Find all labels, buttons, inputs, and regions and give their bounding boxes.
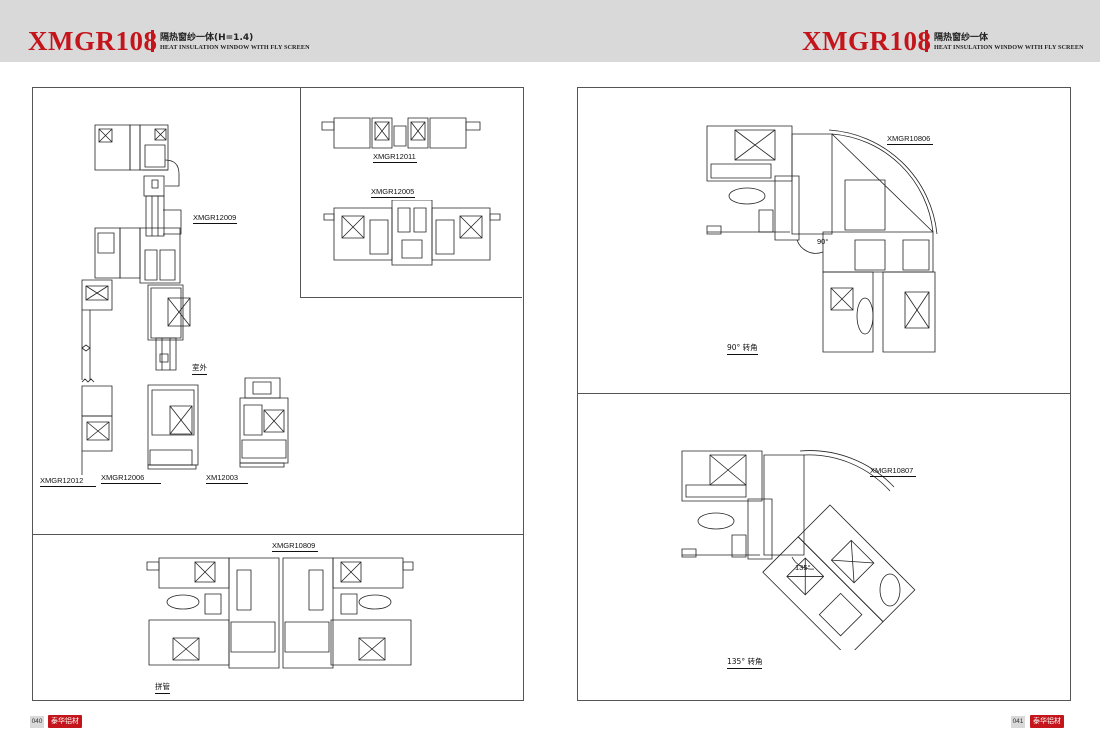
leader-12011	[373, 162, 417, 163]
bottom-divider	[32, 534, 523, 535]
inset-profile-12011	[320, 112, 500, 162]
vertical-section-drawing	[60, 110, 300, 490]
profile-label-xmgr10807: XMGR10807	[870, 466, 914, 475]
right-divider	[577, 393, 1070, 394]
profile-label-xmgr10806: XMGR10806	[887, 134, 931, 143]
page-number-left: 040	[30, 716, 44, 728]
profile-label-xmgr10809: XMGR10809	[272, 541, 316, 550]
profile-label-xmgr12012: XMGR12012	[40, 476, 84, 485]
profile-label-xmgr12009: XMGR12009	[193, 213, 237, 222]
profile-label-xmgr12006: XMGR12006	[101, 473, 145, 482]
subtitle-en-right: HEAT INSULATION WINDOW WITH FLY SCREEN	[934, 44, 1084, 51]
corner-90-drawing	[705, 120, 950, 360]
leader-12003	[206, 483, 248, 484]
series-title-right: XMGR108	[802, 26, 932, 56]
joint-caption: 拼管	[155, 681, 170, 694]
left-page-frame	[32, 87, 524, 701]
angle-label-90: 90°	[817, 237, 829, 246]
inset-profile-12005	[322, 200, 502, 270]
leader-10807	[870, 476, 916, 477]
leader-12012	[40, 486, 96, 487]
series-title-left: XMGR108	[28, 26, 158, 56]
subtitle-cn-right: 隔热窗纱一体	[934, 33, 989, 43]
leader-12005	[371, 197, 415, 198]
inset-divider-horizontal	[300, 297, 522, 298]
page-number-right: 041	[1011, 716, 1025, 728]
right-page-frame	[577, 87, 1071, 701]
corner-135-drawing	[680, 445, 980, 650]
leader-10809	[272, 551, 318, 552]
subtitle-en-left: HEAT INSULATION WINDOW WITH FLY SCREEN	[160, 44, 310, 51]
title-separator-left	[151, 30, 154, 52]
outdoor-label: 室外	[192, 362, 207, 375]
leader-12006	[101, 483, 161, 484]
profile-label-xm12003: XM12003	[206, 473, 239, 482]
corner-90-caption: 90° 转角	[727, 342, 758, 355]
inset-divider-vertical	[300, 87, 301, 297]
corner-135-caption: 135° 转角	[727, 656, 763, 669]
leader-10806	[887, 144, 933, 145]
profile-label-xmgr12005: XMGR12005	[371, 187, 415, 196]
subtitle-cn-left: 隔热窗纱一体(H=1.4)	[160, 33, 254, 43]
header-bar	[0, 0, 1100, 62]
brand-logo-right: 泰华铝材	[1030, 715, 1064, 728]
angle-label-135: 135°	[795, 563, 811, 572]
mullion-joint-drawing	[145, 550, 415, 675]
title-separator-right	[925, 30, 928, 52]
leader-12009	[193, 223, 237, 224]
brand-logo-left: 泰华铝材	[48, 715, 82, 728]
profile-label-xmgr12011: XMGR12011	[373, 152, 416, 161]
